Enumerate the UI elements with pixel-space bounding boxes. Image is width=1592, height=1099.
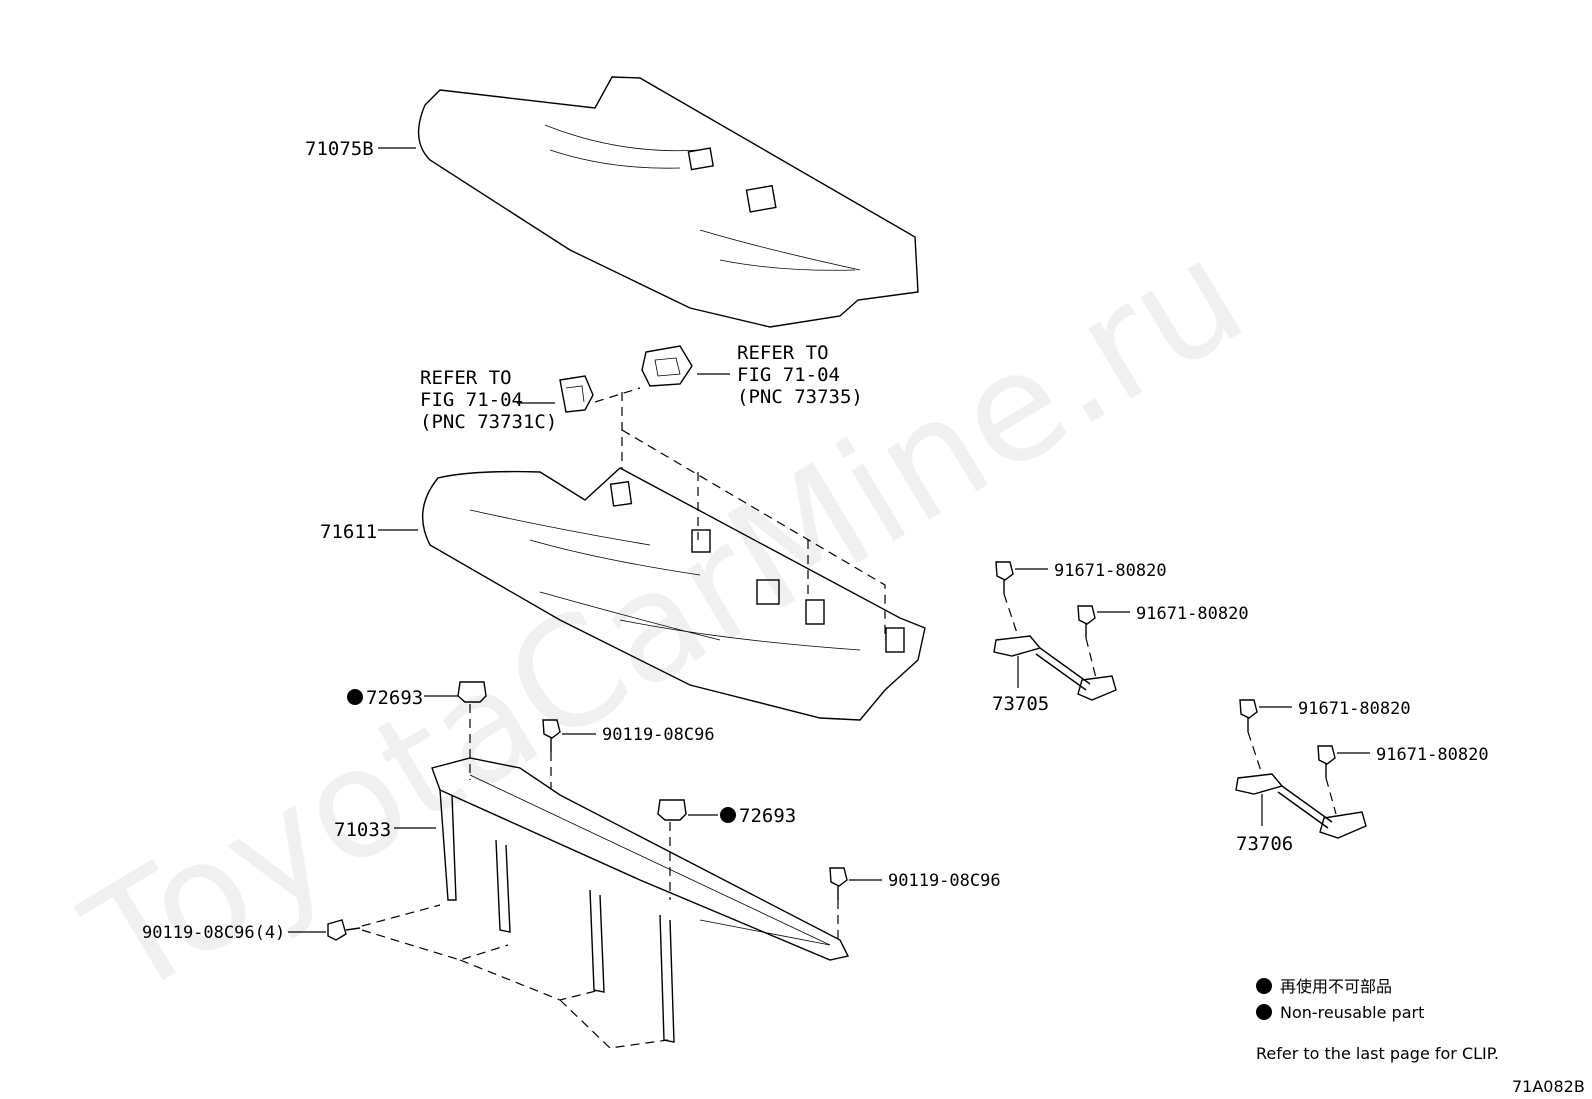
bolt-lock2-b	[1317, 745, 1336, 778]
part-label-clip-2: 72693	[739, 805, 796, 827]
ref-hook-73731c	[559, 375, 594, 413]
part-label-bolt-lock2-b: 91671-80820	[1376, 745, 1489, 765]
legend-dot-1	[1256, 978, 1272, 994]
legend-non-reusable: Non-reusable part	[1280, 1003, 1424, 1022]
part-label-frame: 71033	[334, 819, 391, 841]
seat-cushion-cover	[417, 76, 919, 328]
ref-right-line2: FIG 71-04	[737, 364, 840, 386]
ref-right-line3: (PNC 73735)	[737, 386, 863, 408]
part-label-cushion-pad: 71611	[320, 521, 377, 543]
bolt-lock1-b	[1077, 605, 1096, 638]
bolt-lock1-a	[995, 561, 1014, 594]
part-label-bolt-lock1-a: 91671-80820	[1054, 561, 1167, 581]
part-label-clip-1: 72693	[366, 687, 423, 709]
legend-dot-2	[1256, 1004, 1272, 1020]
seat-lock-73706	[1235, 773, 1367, 839]
ref-hook-73735	[641, 345, 693, 387]
seat-cushion-frame	[431, 757, 850, 1043]
legend-japanese: 再使用不可部品	[1280, 977, 1392, 996]
bolt-lock2-a	[1239, 699, 1258, 732]
bolt-frame-top	[542, 719, 561, 752]
ref-left-line1: REFER TO	[420, 367, 512, 389]
figure-code: 71A082B	[1512, 1077, 1585, 1096]
part-label-bolt-lock1-b: 91671-80820	[1136, 604, 1249, 624]
part-label-bolt-left: 90119-08C96(4)	[142, 923, 285, 943]
part-label-lock-1: 73705	[992, 693, 1049, 715]
non-reusable-dot	[720, 807, 736, 823]
part-label-cover: 71075B	[305, 138, 374, 160]
clip-72693-lower	[657, 799, 687, 821]
ref-left-line2: FIG 71-04	[420, 389, 523, 411]
seat-lock-73705	[993, 635, 1117, 701]
ref-right-line1: REFER TO	[737, 342, 829, 364]
watermark: ToyotaCarMine.ru	[58, 207, 1272, 1032]
part-label-bolt-lock2-a: 91671-80820	[1298, 699, 1411, 719]
clip-note: Refer to the last page for CLIP.	[1256, 1044, 1499, 1063]
non-reusable-dot	[347, 689, 363, 705]
ref-left-line3: (PNC 73731C)	[420, 411, 557, 433]
part-label-bolt-right: 90119-08C96	[888, 871, 1001, 891]
part-label-bolt-top: 90119-08C96	[602, 725, 715, 745]
bolt-frame-right	[829, 867, 848, 900]
bolt-frame-left	[327, 919, 361, 941]
seat-cushion-pad	[421, 467, 926, 721]
part-label-lock-2: 73706	[1236, 833, 1293, 855]
